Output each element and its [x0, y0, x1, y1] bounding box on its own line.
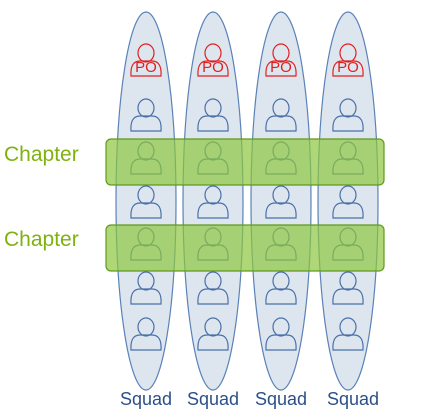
- team-member-icon: [265, 98, 297, 132]
- po-label: PO: [337, 59, 359, 76]
- team-member-icon: [332, 185, 364, 219]
- team-member-icon: [130, 185, 162, 219]
- team-member-icon: [265, 317, 297, 351]
- team-member-icon: [197, 317, 229, 351]
- team-member-icon: [332, 317, 364, 351]
- chapter-band-2: [105, 224, 385, 272]
- chapter-label-1: Chapter: [4, 143, 79, 166]
- squad-label-4: Squad: [326, 389, 380, 409]
- team-member-icon: [265, 185, 297, 219]
- po-label: PO: [270, 59, 292, 76]
- team-member-icon: [130, 98, 162, 132]
- team-member-icon: [332, 271, 364, 305]
- team-member-icon: [130, 317, 162, 351]
- product-owner-icon: [332, 43, 364, 77]
- team-member-icon: [332, 98, 364, 132]
- squad-label-1: Squad: [119, 389, 173, 409]
- team-member-icon: [130, 271, 162, 305]
- team-member-icon: [197, 98, 229, 132]
- team-member-icon: [265, 271, 297, 305]
- product-owner-icon: [197, 43, 229, 77]
- chapter-band-1: [105, 138, 385, 186]
- chapter-label-2: Chapter: [4, 228, 79, 251]
- squad-label-2: Squad: [186, 389, 240, 409]
- product-owner-icon: [265, 43, 297, 77]
- product-owner-icon: [130, 43, 162, 77]
- team-member-icon: [197, 185, 229, 219]
- po-label: PO: [135, 59, 157, 76]
- squad-label-3: Squad: [254, 389, 308, 409]
- team-member-icon: [197, 271, 229, 305]
- po-label: PO: [202, 59, 224, 76]
